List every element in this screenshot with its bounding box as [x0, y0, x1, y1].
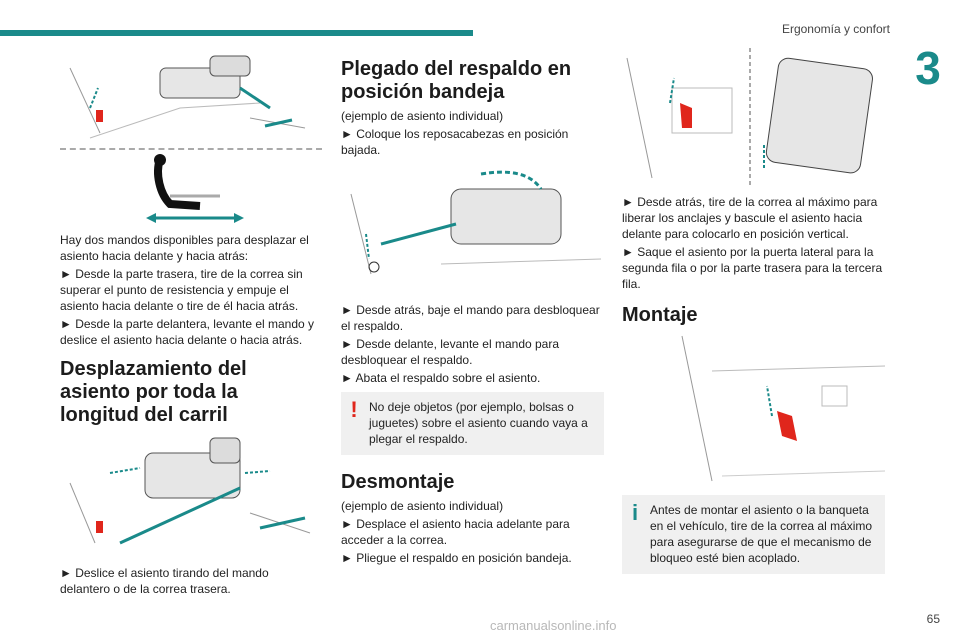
column-3: ► Desde atrás, tire de la correa al máxi… [622, 48, 885, 574]
instruction-move-forward: ► Desplace el asiento hacia adelante par… [341, 517, 570, 547]
example-text-removal: (ejemplo de asiento individual) [341, 499, 504, 513]
heading-installation: Montaje [622, 304, 698, 326]
instruction-remove-seat: ► Saque el asiento por la puerta lateral… [622, 245, 883, 291]
seat-mount-illustration [622, 331, 885, 491]
instruction-front-lever: ► Desde delante, levante el mando para d… [341, 337, 560, 367]
section-title: Ergonomía y confort [781, 22, 890, 36]
page-number: 65 [926, 612, 940, 626]
instruction-pull-strap: ► Desde atrás, tire de la correa al máxi… [622, 195, 878, 241]
seat-fold-illustration [341, 164, 604, 294]
heading-table-position: Plegado del respaldo en posición bandeja [341, 58, 572, 103]
seat-full-rail-illustration [60, 433, 322, 553]
warning-exclamation-icon: ! [350, 397, 358, 422]
instruction-fold-table: ► Pliegue el respaldo en posición bandej… [341, 551, 572, 565]
warning-note: ! No deje objetos (por ejemplo, bolsas o… [341, 392, 604, 455]
info-text: Antes de montar el asiento o la banqueta… [650, 503, 873, 565]
chapter-number: 3 [915, 42, 941, 94]
heading-full-rail: Desplazamiento del asiento por toda la l… [60, 358, 247, 426]
intro-text: Hay dos mandos disponibles para desplaza… [60, 233, 309, 263]
heading-removal: Desmontaje [341, 471, 455, 493]
seat-person-illustration [60, 154, 322, 226]
top-accent-bar [0, 30, 473, 36]
instruction-full-rail: ► Deslice el asiento tirando del mando d… [60, 566, 269, 596]
seat-removal-illustration [622, 48, 885, 188]
instruction-front: ► Desde la parte delantera, levante el m… [60, 317, 315, 347]
info-icon: i [631, 500, 639, 525]
instruction-rear: ► Desde la parte trasera, tire de la cor… [60, 267, 303, 313]
watermark: carmanualsonline.info [490, 618, 617, 633]
example-text: (ejemplo de asiento individual) [341, 109, 504, 123]
instruction-rear-lever: ► Desde atrás, baje el mando para desblo… [341, 303, 600, 333]
warning-text: No deje objetos (por ejemplo, bolsas o j… [369, 400, 588, 446]
dashed-divider [60, 148, 322, 150]
seat-rail-illustration [60, 48, 322, 148]
instruction-headrests: ► Coloque los reposacabezas en posición … [341, 127, 569, 157]
instruction-fold-backrest: ► Abata el respaldo sobre el asiento. [341, 371, 541, 385]
info-note: i Antes de montar el asiento o la banque… [622, 495, 885, 574]
column-2: Plegado del respaldo en posición bandeja… [341, 58, 604, 568]
column-1: Hay dos mandos disponibles para desplaza… [60, 48, 322, 599]
